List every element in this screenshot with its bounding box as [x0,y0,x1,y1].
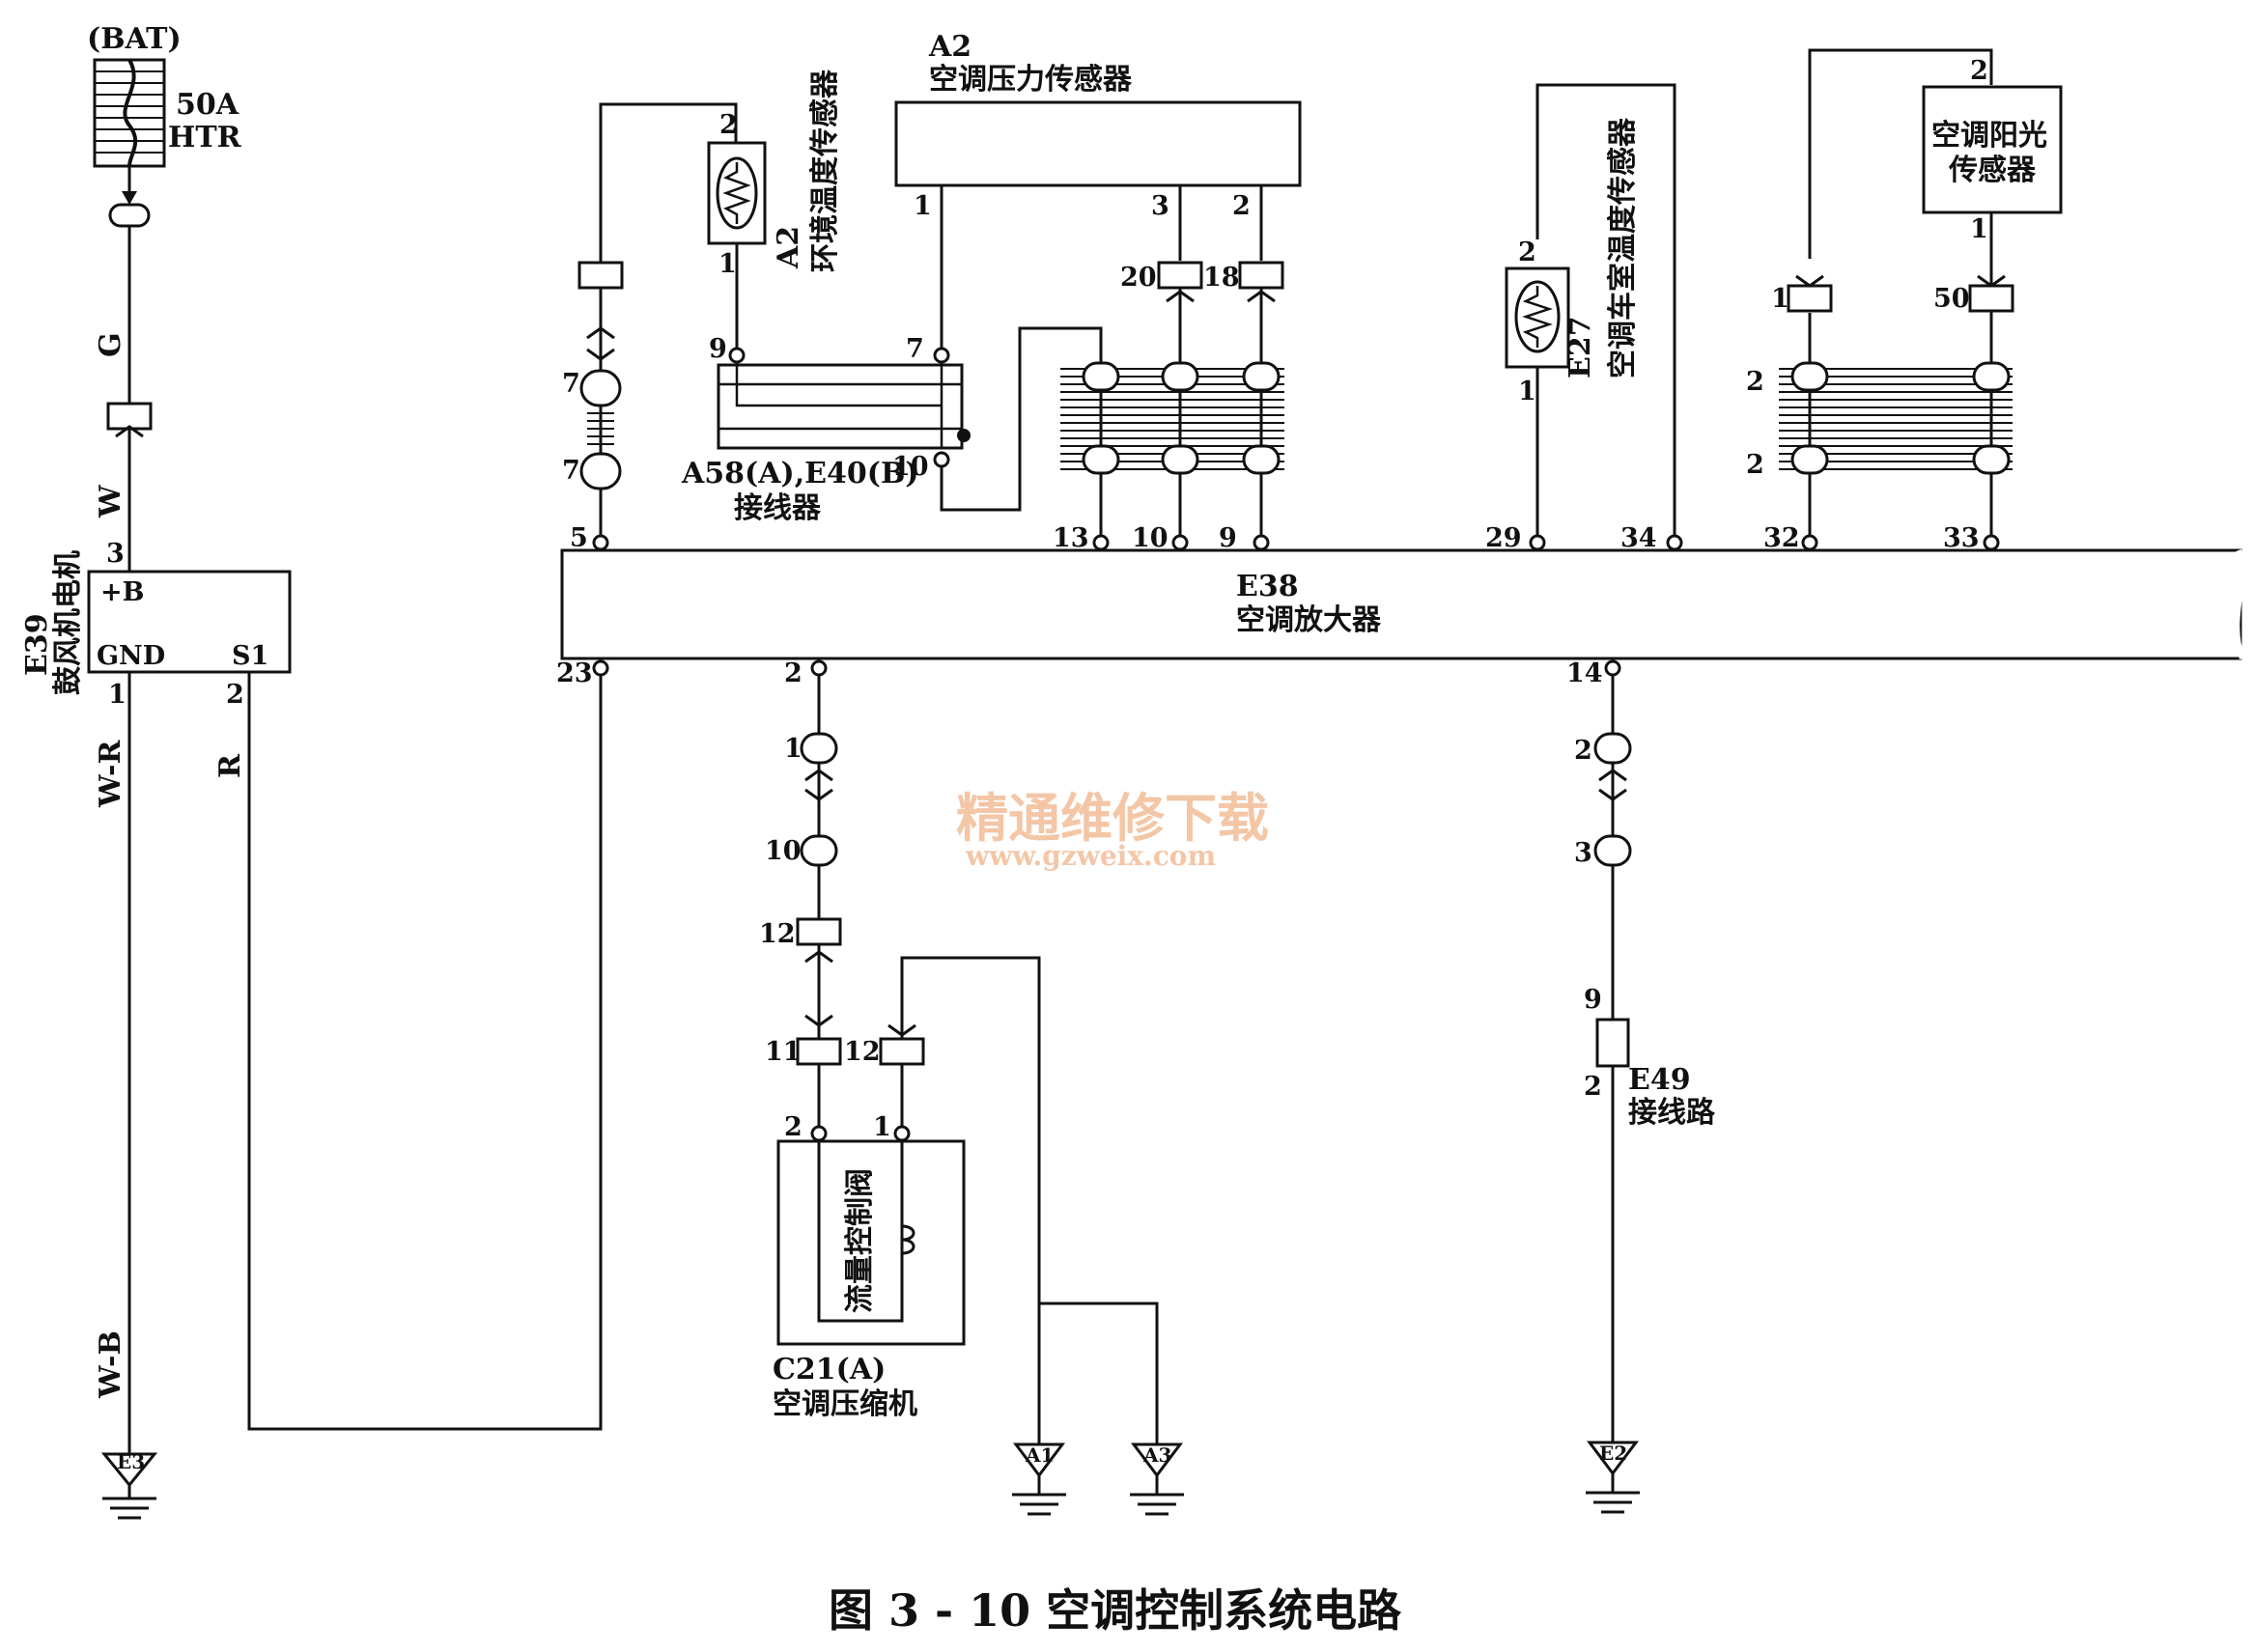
comp-pin-12c: 12 [844,1037,881,1067]
ground-symbol-e2 [1586,1441,1640,1514]
pressure-id: A2 [928,30,972,64]
amp-pin-13: 13 [1053,523,1089,553]
fuse-name: HTR [168,121,242,154]
wire-color-wr: W-R [94,739,127,808]
junction-pin-10: 10 [892,452,929,482]
blower-inline-connector [106,402,153,431]
amp-pin-10: 10 [1132,523,1169,553]
comp-pin-11: 11 [765,1037,802,1067]
connector-pin-20: 20 [1120,263,1157,293]
ground-symbol-a1 [1012,1442,1066,1516]
solar-name-2: 传感器 [1948,154,2037,187]
room-id: E27 [1563,316,1597,378]
compressor-id: C21(A) [773,1353,886,1386]
figure-caption: 图 3 - 10 空调控制系统电路 [829,1584,1402,1637]
connector-pin-18: 18 [1203,263,1240,293]
ground-label-a3: A3 [1142,1443,1171,1467]
fusible-link-connector [108,203,151,228]
e49-junction [1595,1018,1630,1068]
amp-pin-23: 23 [556,658,593,688]
junction-pin-9: 9 [709,334,727,364]
flow-control-valve: 流量控制阀 [843,1168,877,1313]
blower-pin-b-label: +B [100,577,144,607]
pressure-pin-1: 1 [914,191,932,221]
junction-pin-7: 7 [906,334,924,364]
amp-pin-5: 5 [570,523,588,553]
blower-name: 鼓风机电机 [51,550,85,695]
right-pin-3: 3 [1574,838,1592,868]
fuse-rating: 50A [176,88,239,122]
right-pin-2: 2 [1574,736,1592,766]
wire-color-w: W [94,484,127,518]
blower-id: E39 [20,613,54,676]
room-pin-1: 1 [1518,377,1536,406]
solar-pin-2: 2 [1970,56,1988,86]
comp-pin-1: 1 [873,1112,891,1142]
wire-color-r: R [213,753,247,778]
compressor-name: 空调压缩机 [773,1387,917,1421]
amplifier-box [560,548,2242,660]
comp-pin-10: 10 [765,836,802,866]
ground-symbol-e3 [100,1452,158,1520]
junction-id: A58(A),E40(B) [681,457,919,490]
solar-sensor-box [1922,85,2063,214]
amp-pin-14: 14 [1566,658,1603,688]
solar-pin-1: 1 [1970,214,1988,244]
right-pin-2b: 2 [1584,1072,1602,1102]
e49-name: 接线路 [1628,1096,1716,1130]
connector-pin-2a: 2 [1746,367,1764,397]
ground-label-a1: A1 [1025,1443,1054,1467]
amplifier-name: 空调放大器 [1236,603,1382,637]
e49-id: E49 [1628,1063,1691,1097]
ambient-connector [577,261,624,290]
connector-pin-7a: 7 [562,369,580,399]
fuse-symbol [93,58,166,168]
pressure-pin-3: 3 [1151,191,1169,221]
solar-name-1: 空调阳光 [1931,119,2047,153]
comp-pin-2: 2 [784,1112,803,1142]
wire-color-g: G [94,332,127,357]
blower-motor-box [87,570,292,674]
blower-s1-label: S1 [232,641,268,671]
amp-pin-33: 33 [1943,523,1980,553]
pressure-sensor-box [894,100,1302,187]
wire-color-wb: W-B [94,1330,127,1399]
watermark-url: www.gzweix.com [965,840,1216,872]
room-pin-2: 2 [1518,238,1536,267]
ambient-pin-1: 1 [718,249,737,279]
compressor-box [776,1139,966,1346]
connector-pin-7b: 7 [562,456,580,486]
pressure-name: 空调压力传感器 [929,63,1133,97]
ground-label-e2: E2 [1599,1442,1627,1465]
comp-pin-12b: 12 [759,919,796,949]
blower-pin-1: 1 [108,680,127,710]
junction-name: 接线器 [734,491,822,525]
amp-pin-32: 32 [1763,523,1800,553]
ambient-pin-2: 2 [719,110,738,140]
ground-label-e3: E3 [117,1450,145,1473]
amplifier-id: E38 [1236,570,1299,603]
pressure-pin-2: 2 [1232,191,1251,221]
connector-pin-2b: 2 [1746,450,1764,480]
watermark-title: 精通维修下载 [956,787,1269,849]
right-pin-9: 9 [1584,985,1602,1015]
amp-pin-34: 34 [1620,523,1657,553]
blower-gnd-label: GND [97,641,165,671]
battery-label: (BAT) [87,22,182,56]
connector-pin-1: 1 [1771,284,1789,314]
room-name: 空调车室温度传感器 [1606,117,1640,378]
ground-symbol-a3 [1130,1442,1184,1516]
ambient-name: 环境温度传感器 [808,69,842,272]
connector-pin-50: 50 [1933,284,1970,314]
blower-pin-2: 2 [226,680,244,710]
amplifier-terminals [592,534,2000,677]
ambient-id: A2 [772,226,805,269]
amp-pin-9: 9 [1219,523,1237,553]
amp-pin-2: 2 [784,658,803,688]
amp-pin-29: 29 [1485,523,1522,553]
blower-pin-3: 3 [106,539,125,569]
